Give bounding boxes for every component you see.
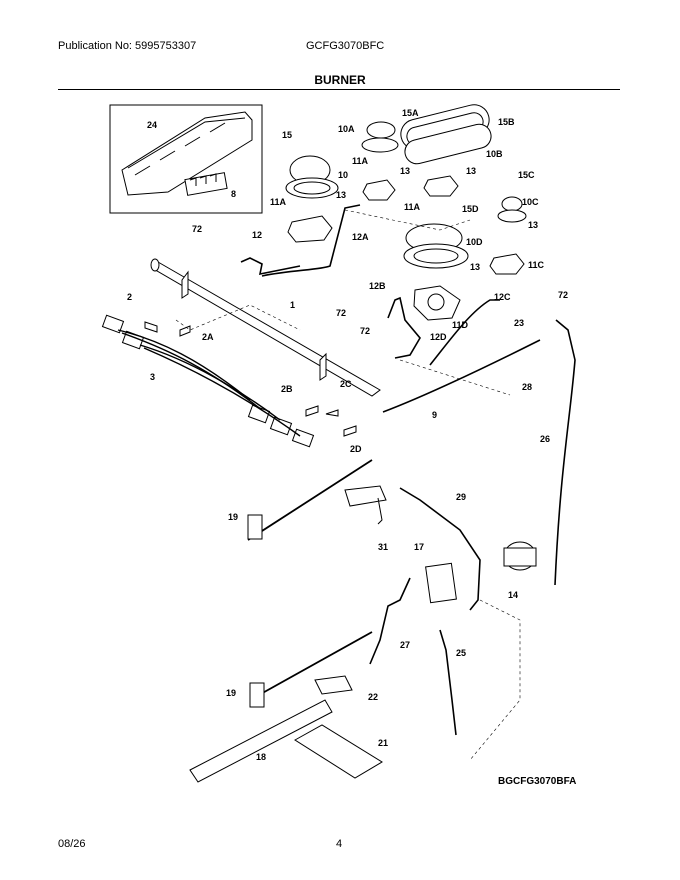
part-label-27: 27 xyxy=(400,640,410,650)
burner-bases xyxy=(287,175,525,275)
part-label-21: 21 xyxy=(378,738,388,748)
part-label-26: 26 xyxy=(540,434,550,444)
part-label-13e: 13 xyxy=(470,262,480,272)
part-label-10D: 10D xyxy=(466,237,483,247)
wire-harness xyxy=(117,329,301,437)
part-label-15A: 15A xyxy=(402,108,419,118)
part-label-15: 15 xyxy=(282,130,292,140)
part-label-8: 8 xyxy=(231,189,236,199)
surface-burners xyxy=(285,104,527,321)
gas-tubes xyxy=(240,204,576,736)
part-label-72a: 72 xyxy=(192,224,202,234)
part-label-12: 12 xyxy=(252,230,262,240)
title-divider xyxy=(58,89,620,90)
publication-number: Publication No: 5995753307 xyxy=(58,40,197,52)
part-label-2C: 2C xyxy=(340,379,352,389)
part-label-19b: 19 xyxy=(226,688,236,698)
page-number: 4 xyxy=(336,838,343,850)
part-label-10B: 10B xyxy=(486,149,503,159)
control-panel-part xyxy=(121,111,253,196)
part-label-29: 29 xyxy=(456,492,466,502)
footer-date: 08/26 xyxy=(58,838,86,850)
part-label-13c: 13 xyxy=(466,166,476,176)
guide-lines xyxy=(175,209,521,761)
part-label-11D: 11D xyxy=(452,320,469,330)
model-number: GCFG3070BFC xyxy=(306,40,385,52)
part-label-23: 23 xyxy=(514,318,524,328)
inset-box xyxy=(109,104,263,214)
part-label-72b: 72 xyxy=(336,308,346,318)
part-label-18: 18 xyxy=(256,752,266,762)
part-label-13b: 13 xyxy=(400,166,410,176)
part-label-17: 17 xyxy=(414,542,424,552)
part-label-11C: 11C xyxy=(528,260,545,270)
part-label-19a: 19 xyxy=(228,512,238,522)
page-title: BURNER xyxy=(314,73,366,87)
part-label-24: 24 xyxy=(147,120,157,130)
part-label-10: 10 xyxy=(338,170,348,180)
part-label-25: 25 xyxy=(456,648,466,658)
valves xyxy=(101,314,357,448)
part-label-15D: 15D xyxy=(462,204,479,214)
part-label-72c: 72 xyxy=(360,326,370,336)
part-label-31: 31 xyxy=(378,542,388,552)
part-label-10C: 10C xyxy=(522,197,539,207)
part-label-10A: 10A xyxy=(338,124,355,134)
lower-assemblies xyxy=(189,459,537,783)
part-label-14: 14 xyxy=(508,590,518,600)
part-label-12C: 12C xyxy=(494,292,511,302)
part-label-15B: 15B xyxy=(498,117,515,127)
part-label-28: 28 xyxy=(522,382,532,392)
part-label-11A1: 11A xyxy=(270,197,287,207)
part-label-3: 3 xyxy=(150,372,155,382)
part-label-2A: 2A xyxy=(202,332,214,342)
part-label-15C: 15C xyxy=(518,170,535,180)
diagram-code: BGCFG3070BFA xyxy=(498,776,577,787)
part-label-9: 9 xyxy=(432,410,437,420)
part-label-12B: 12B xyxy=(369,281,386,291)
part-label-72d: 72 xyxy=(558,290,568,300)
part-label-13a: 13 xyxy=(336,190,346,200)
part-label-12A: 12A xyxy=(352,232,369,242)
part-label-11A3: 11A xyxy=(404,202,421,212)
part-label-12D: 12D xyxy=(430,332,447,342)
part-label-2D: 2D xyxy=(350,444,362,454)
part-label-11A2: 11A xyxy=(352,156,369,166)
manifold-pipe xyxy=(150,258,381,397)
part-label-2: 2 xyxy=(127,292,132,302)
part-label-22: 22 xyxy=(368,692,378,702)
part-label-2B: 2B xyxy=(281,384,293,394)
part-label-13d: 13 xyxy=(528,220,538,230)
part-label-1: 1 xyxy=(290,300,295,310)
